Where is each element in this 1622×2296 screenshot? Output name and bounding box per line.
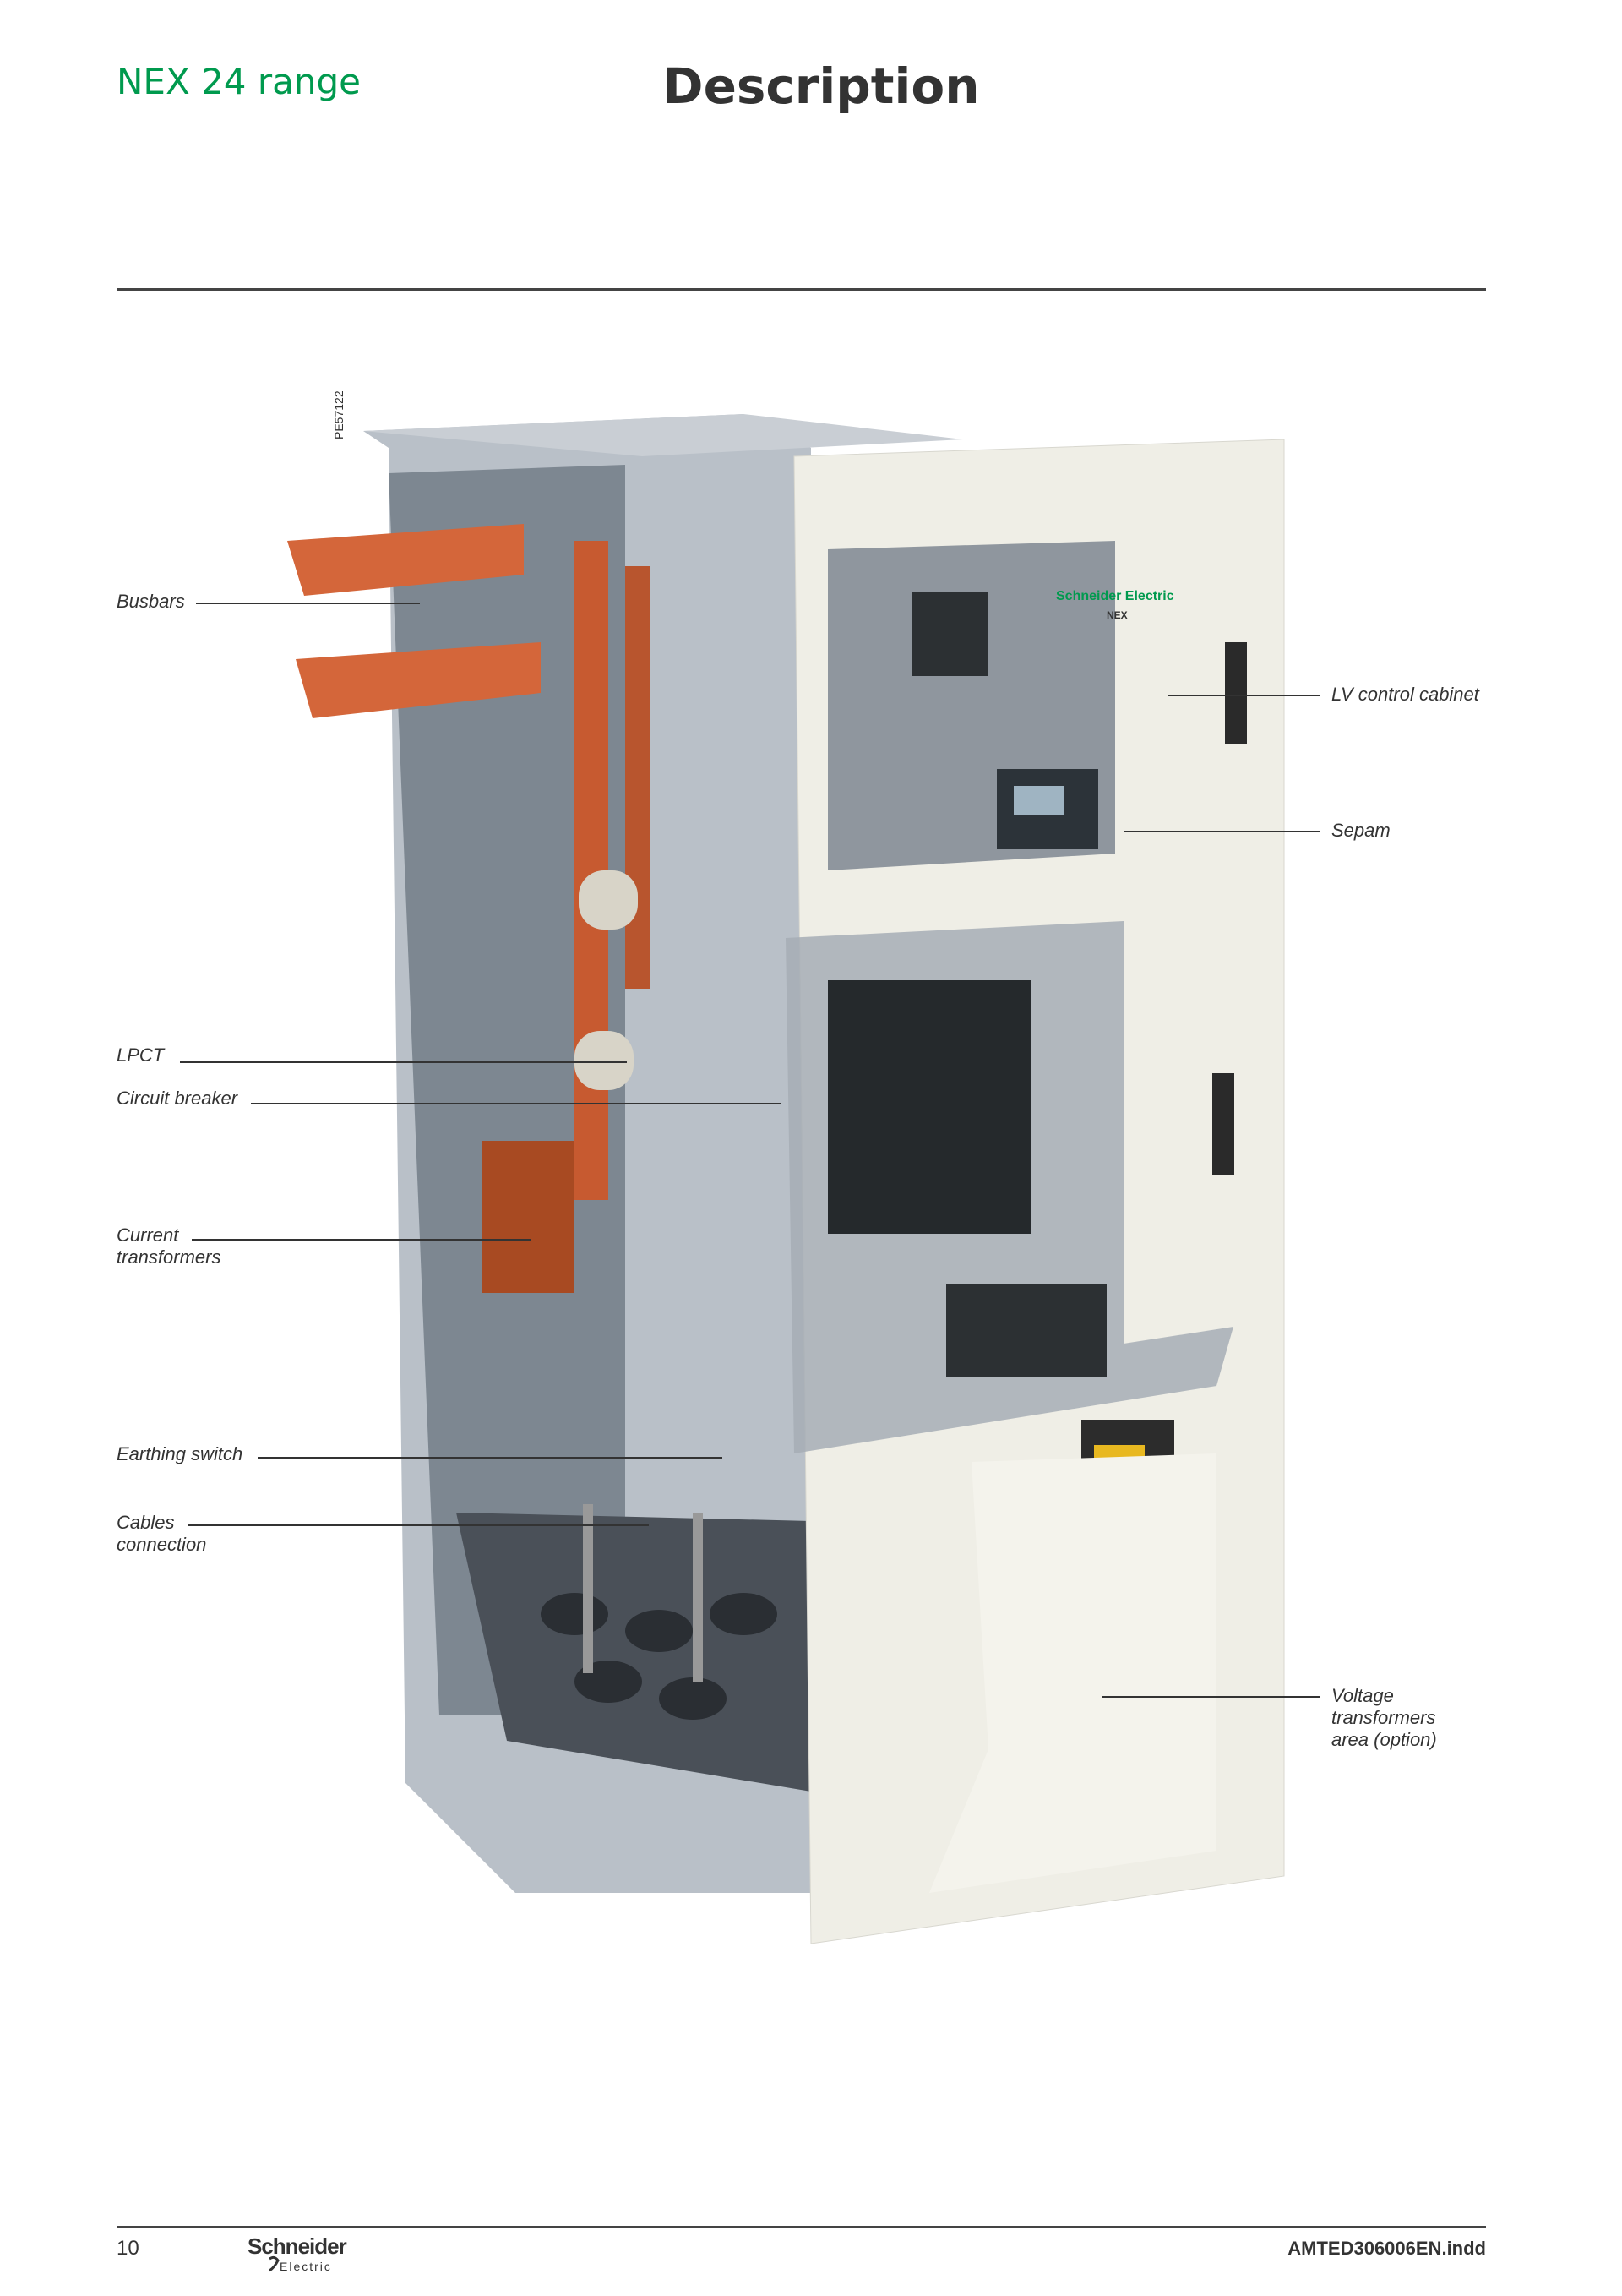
copper-riser xyxy=(574,541,608,1200)
leader-earthing-switch xyxy=(258,1457,722,1459)
lpct-2 xyxy=(574,1031,634,1090)
leader-sepam xyxy=(1124,831,1320,832)
label-circuit-breaker: Circuit breaker xyxy=(117,1088,238,1109)
copper-riser-2 xyxy=(625,566,650,989)
current-transformer xyxy=(482,1141,574,1293)
lv-relay xyxy=(912,592,988,676)
range-title: NEX 24 range xyxy=(117,61,361,102)
leader-busbars xyxy=(196,603,420,604)
panel-model: NEX xyxy=(1107,609,1128,621)
label-lpct: LPCT xyxy=(117,1044,165,1066)
label-line: area (option) xyxy=(1331,1729,1437,1750)
busbar-upper xyxy=(287,524,524,596)
label-line: Current xyxy=(117,1224,179,1246)
breaker-truck xyxy=(946,1284,1107,1377)
label-earthing-switch: Earthing switch xyxy=(117,1443,243,1464)
sepam-screen xyxy=(1014,786,1064,815)
leader-cables xyxy=(188,1524,649,1526)
label-cables-connection: Cables connection xyxy=(117,1512,206,1556)
document-reference: AMTED306006EN.indd xyxy=(1287,2238,1486,2259)
circuit-breaker xyxy=(828,980,1031,1234)
leader-voltage-transformers xyxy=(1102,1696,1320,1698)
label-line: Voltage xyxy=(1331,1685,1394,1706)
leader-lpct xyxy=(180,1061,627,1063)
busbar-lower xyxy=(296,642,541,718)
leader-current-transformers xyxy=(192,1239,531,1241)
label-lv-control-cabinet: LV control cabinet xyxy=(1331,684,1479,705)
label-busbars: Busbars xyxy=(117,591,185,612)
interior-back xyxy=(389,465,625,1715)
label-line: transformers xyxy=(117,1246,221,1268)
label-line: transformers xyxy=(1331,1707,1436,1728)
vt-area-panel xyxy=(929,1453,1216,1893)
label-voltage-transformers: Voltage transformers area (option) xyxy=(1331,1685,1437,1751)
svg-text:Schneider: Schneider xyxy=(248,2233,347,2259)
door-handle-upper xyxy=(1225,642,1247,744)
label-line: connection xyxy=(117,1534,207,1555)
header-rule xyxy=(117,288,1486,291)
label-sepam: Sepam xyxy=(1331,820,1391,841)
page-title: Description xyxy=(662,57,980,115)
svg-text:Electric: Electric xyxy=(280,2260,332,2273)
label-line: Cables xyxy=(117,1512,175,1533)
roof xyxy=(363,414,963,456)
leader-lv-cabinet xyxy=(1168,695,1320,696)
cable-floor xyxy=(456,1513,811,1792)
lpct xyxy=(579,870,638,930)
earthing-rod xyxy=(583,1504,593,1673)
panel-brand: Schneider Electric xyxy=(1056,589,1174,603)
switchgear-illustration: Schneider Electric NEX xyxy=(287,414,1285,1944)
door-handle-lower xyxy=(1212,1073,1234,1175)
earthing-rod-2 xyxy=(693,1513,703,1682)
footer-rule xyxy=(117,2226,1486,2228)
page-number: 10 xyxy=(117,2237,139,2260)
label-current-transformers: Current transformers xyxy=(117,1224,220,1268)
leader-circuit-breaker xyxy=(251,1103,781,1104)
schneider-electric-logo: Schneider Electric xyxy=(248,2233,348,2273)
